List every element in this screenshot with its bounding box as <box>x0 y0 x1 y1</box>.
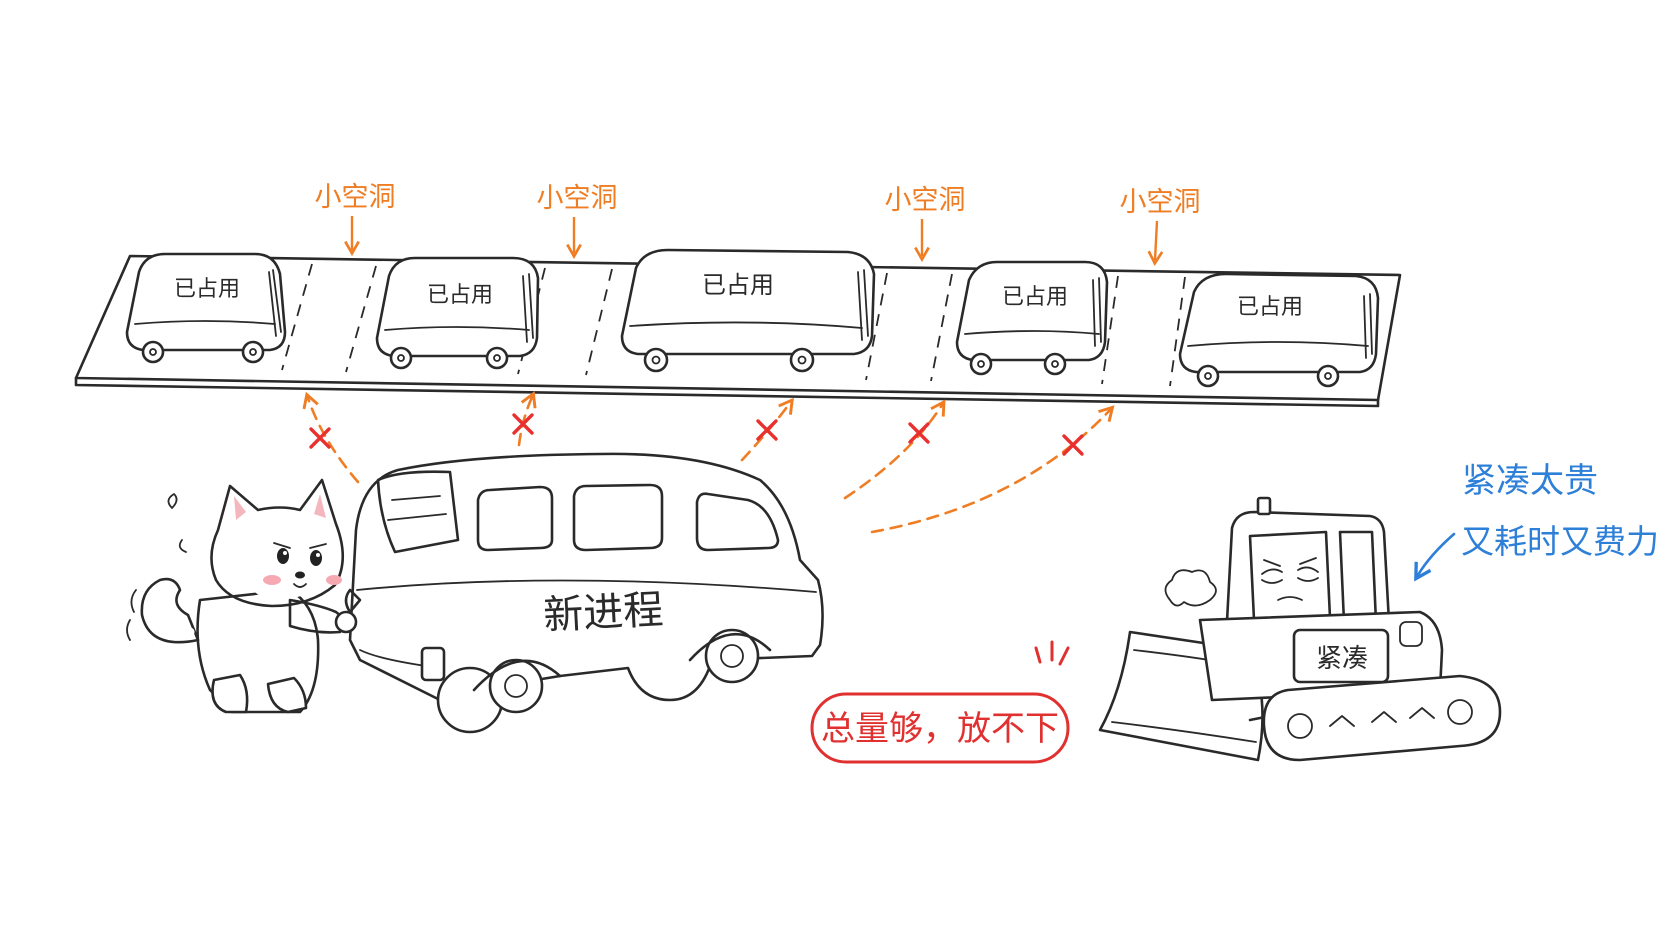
attempt-arrow-icon <box>870 405 1115 534</box>
compaction-bulldozer: 紧凑 <box>1098 496 1502 762</box>
occupied-block: 已占用 <box>620 248 876 373</box>
small-hole-marker: 小空洞 <box>1120 187 1201 267</box>
occupied-block: 已占用 <box>125 252 287 364</box>
failed-fit-attempts <box>302 390 1115 534</box>
small-hole-label: 小空洞 <box>885 185 966 216</box>
compaction-note: 紧凑太贵 又耗时又费力 <box>1414 461 1659 582</box>
conclusion-outline <box>810 692 1070 764</box>
husky-mascot <box>126 478 358 714</box>
fail-cross-icon <box>309 427 331 449</box>
emphasis-marks-icon <box>1034 640 1070 666</box>
new-process-van: 新进程 <box>344 452 824 734</box>
fail-cross-icon <box>908 422 930 444</box>
occupied-label: 已占用 <box>174 277 240 302</box>
new-process-label: 新进程 <box>542 587 664 639</box>
attempt-arrow-icon <box>843 399 946 500</box>
small-hole-marker: 小空洞 <box>885 185 966 263</box>
attempt-arrow-icon <box>517 390 537 447</box>
bulldozer-label: 紧凑 <box>1316 644 1368 674</box>
conclusion-label: 总量够，放不下 <box>821 709 1059 749</box>
small-hole-marker: 小空洞 <box>315 182 396 257</box>
fail-cross-icon <box>512 413 534 435</box>
small-hole-marker: 小空洞 <box>537 183 618 260</box>
occupied-label: 已占用 <box>1002 285 1068 310</box>
pointer-arrow-icon <box>1414 532 1456 582</box>
small-hole-label: 小空洞 <box>537 183 618 214</box>
fail-cross-icon <box>756 419 778 441</box>
occupied-block: 已占用 <box>955 260 1109 376</box>
attempt-arrow-icon <box>302 391 360 484</box>
fail-cross-icon <box>1062 434 1084 456</box>
occupied-label: 已占用 <box>702 271 774 299</box>
occupied-label: 已占用 <box>427 283 493 308</box>
small-hole-label: 小空洞 <box>315 182 396 213</box>
occupied-block: 已占用 <box>375 256 540 370</box>
compaction-title: 紧凑太贵 <box>1462 461 1598 501</box>
occupied-block: 已占用 <box>1178 272 1380 388</box>
compaction-subtitle: 又耗时又费力 <box>1461 522 1659 561</box>
small-hole-label: 小空洞 <box>1120 187 1201 218</box>
conclusion-badge: 总量够，放不下 <box>810 640 1070 764</box>
occupied-label: 已占用 <box>1237 295 1303 320</box>
down-arrow-icon <box>1147 220 1164 267</box>
